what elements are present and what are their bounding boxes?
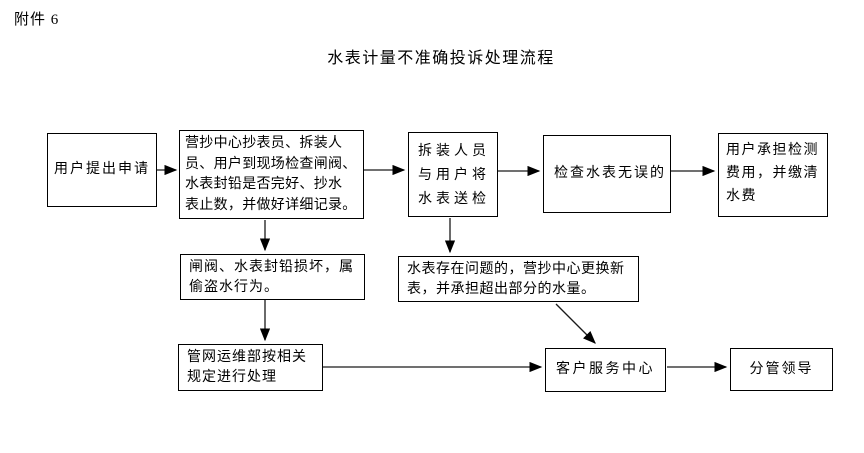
node-send-meter: 拆装人员 与用户将 水表送检 [408, 132, 498, 217]
node-site-check: 营抄中心抄表员、拆装人 员、用户到现场检查闸阀、 水表封铅是否完好、抄水 表止数… [179, 130, 364, 219]
node-meter-problem: 水表存在问题的，营抄中心更换新 表，并承担超出部分的水量。 [398, 256, 639, 302]
node-service-center: 客户服务中心 [545, 348, 666, 392]
node-user-apply: 用户提出申请 [47, 133, 157, 207]
attachment-label: 附件 6 [14, 12, 60, 28]
node-check-ok: 检查水表无误的 [543, 135, 671, 213]
node-pipe-dept: 管网运维部按相关 规定进行处理 [178, 344, 323, 391]
arrow-meter-problem-to-service-center [555, 303, 596, 344]
node-leader: 分管领导 [730, 348, 833, 391]
node-seal-damaged: 闸阀、水表封铅损坏，属 偷盗水行为。 [180, 254, 365, 300]
node-user-pay: 用户承担检测 费用，并缴清 水费 [718, 133, 828, 217]
page-title: 水表计量不准确投诉处理流程 [327, 50, 555, 67]
